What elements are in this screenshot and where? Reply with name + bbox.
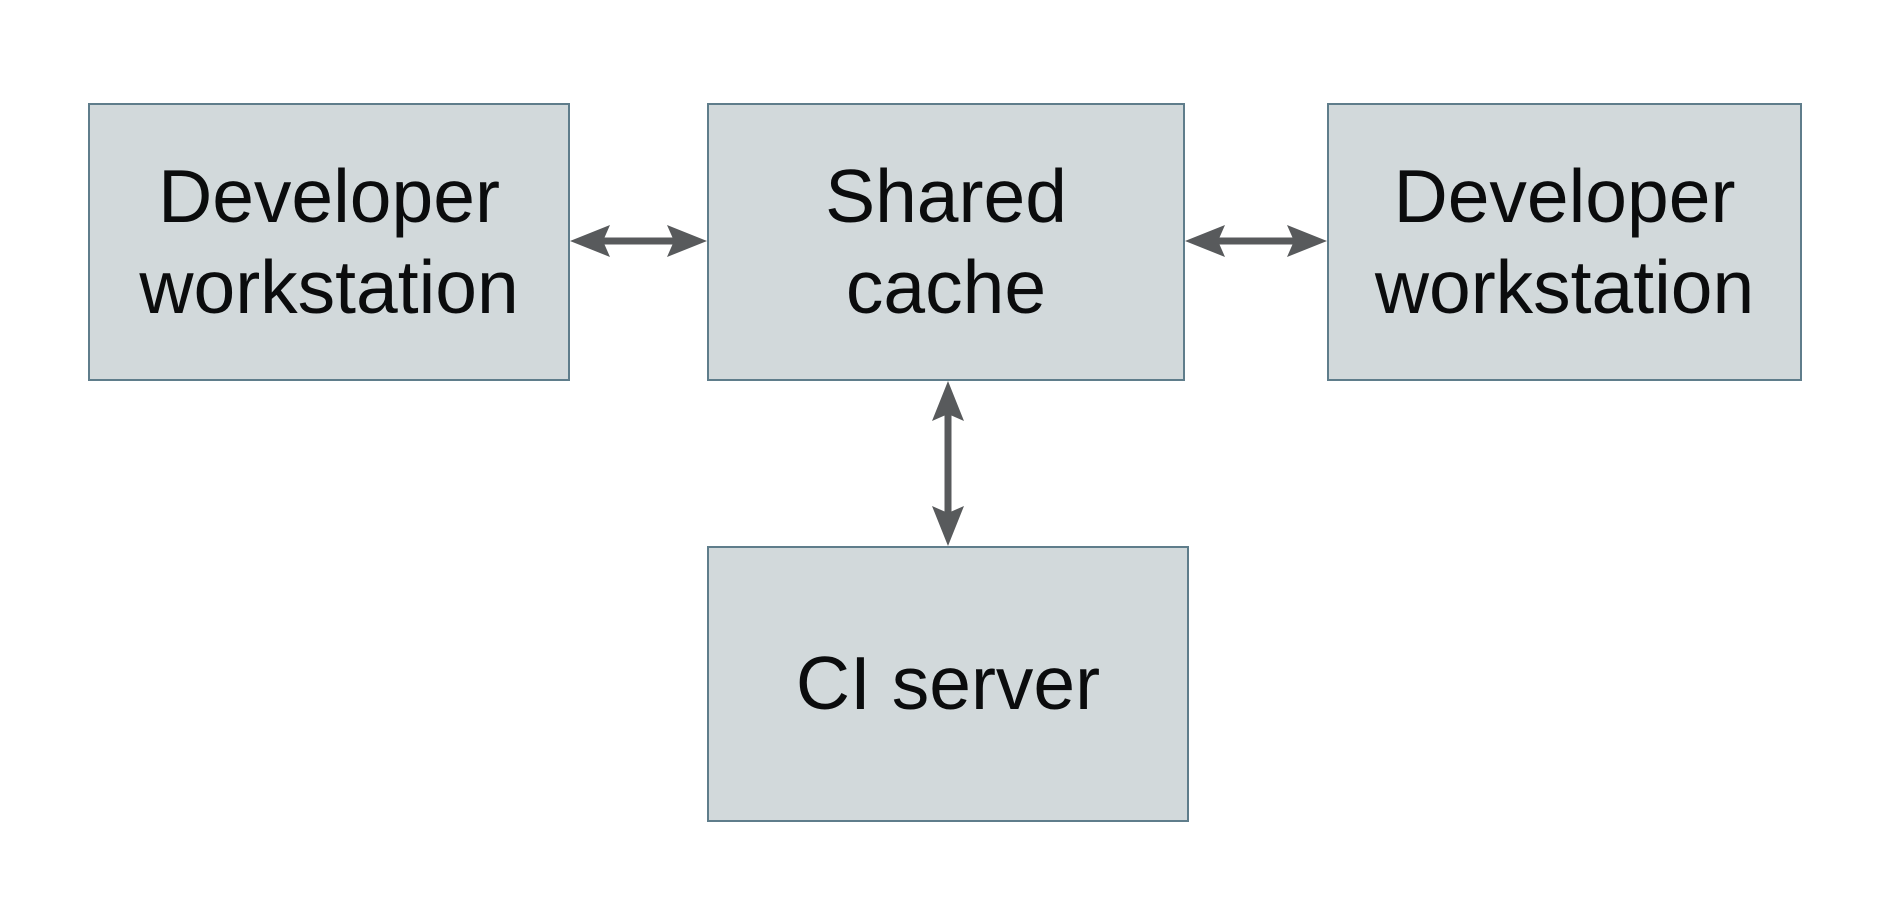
node-label-shared-cache: Shared cache xyxy=(825,153,1067,330)
node-ci-server: CI server xyxy=(707,546,1189,822)
node-shared-cache: Shared cache xyxy=(707,103,1185,381)
node-developer-workstation-left: Developer workstation xyxy=(88,103,570,381)
node-label-ci-server: CI server xyxy=(795,641,1101,726)
node-label-developer-workstation-right: Developer workstation xyxy=(1374,153,1755,330)
double-arrow-horizontal-left-icon xyxy=(570,225,707,257)
double-arrow-horizontal-right-icon xyxy=(1185,225,1327,257)
double-arrow-vertical-icon xyxy=(932,381,964,546)
node-label-developer-workstation-left: Developer workstation xyxy=(139,153,519,330)
node-developer-workstation-right: Developer workstation xyxy=(1327,103,1802,381)
